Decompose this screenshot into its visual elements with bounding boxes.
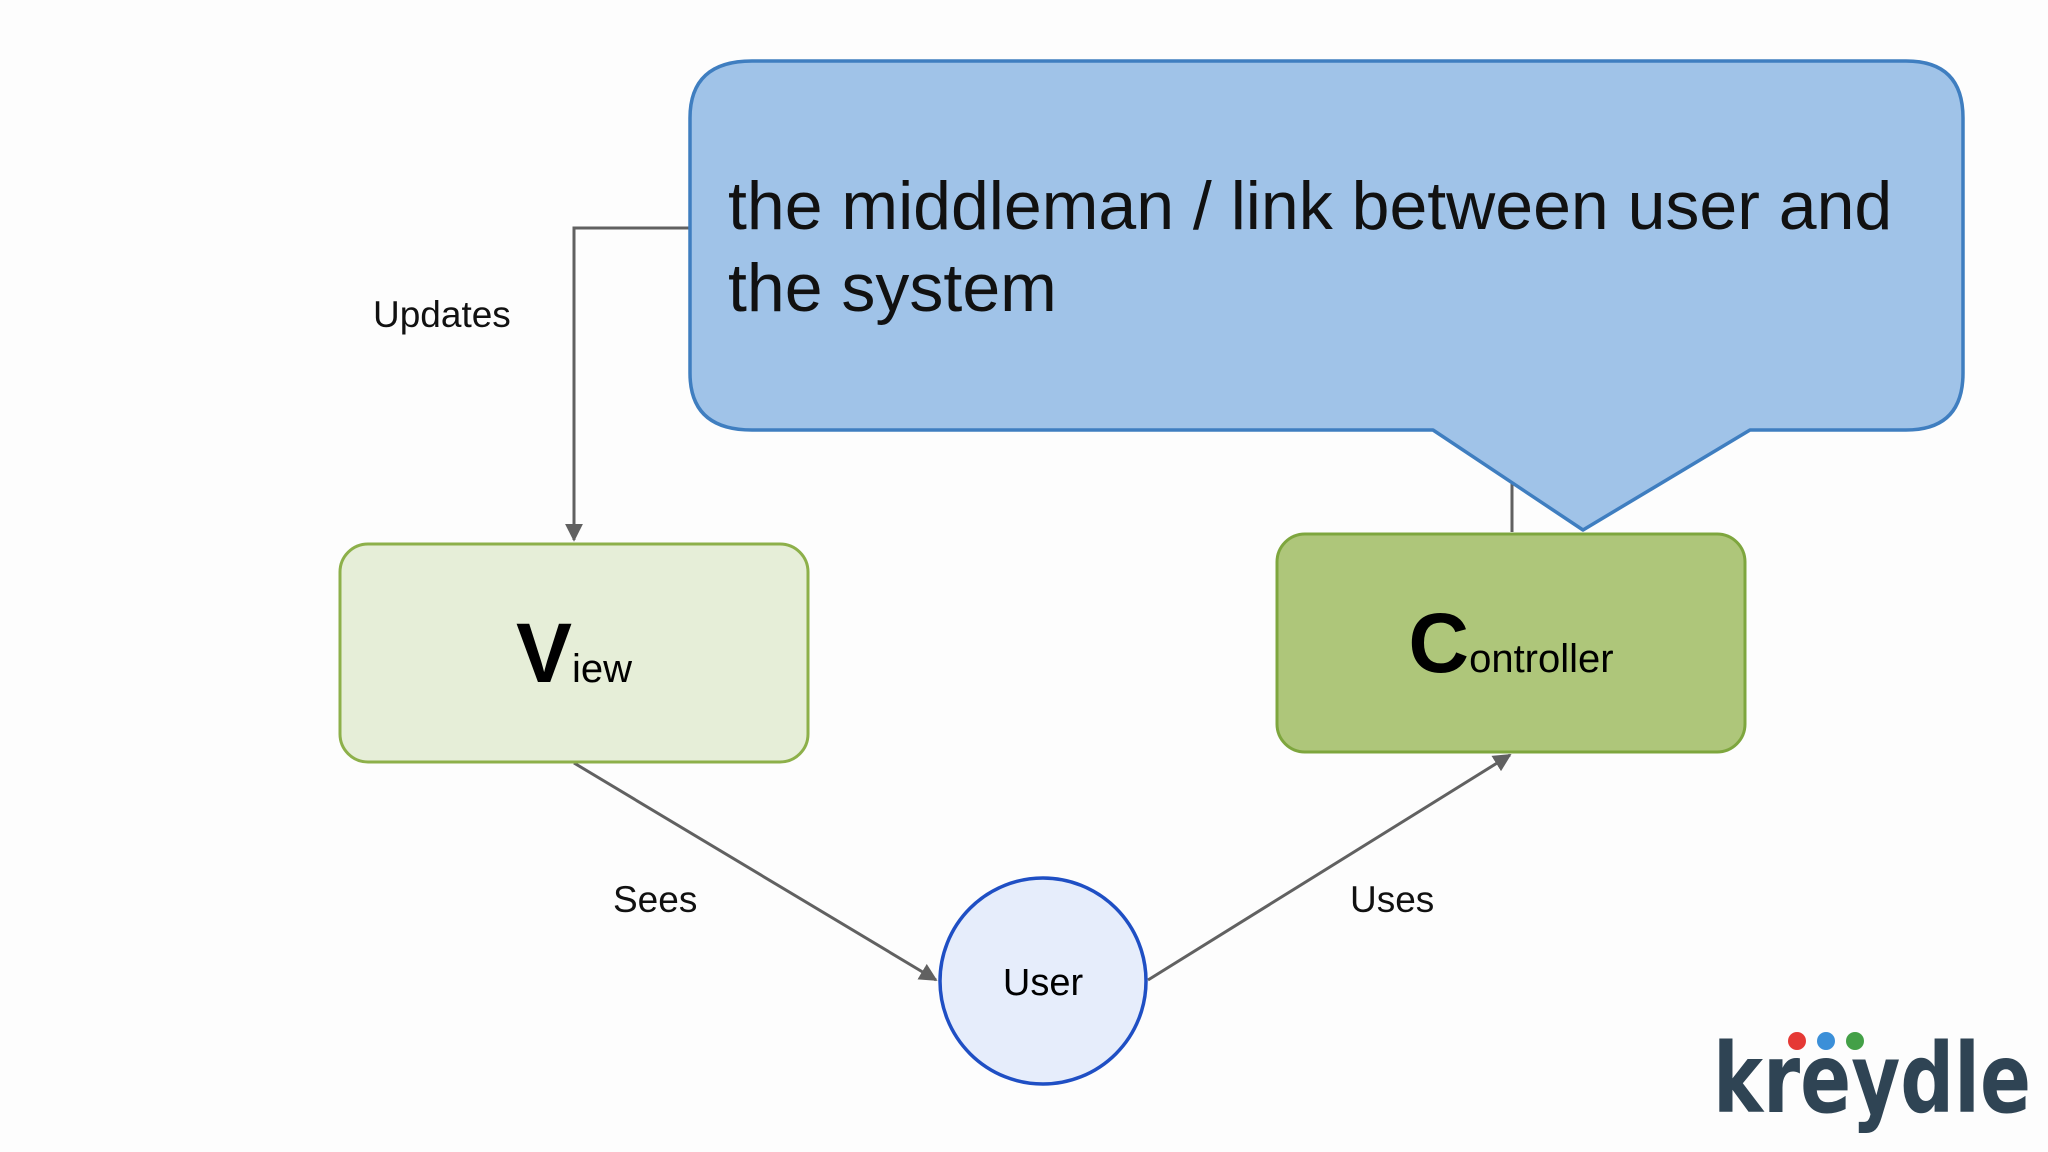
controller-label-rest: ontroller	[1469, 637, 1614, 681]
edge-label-sees: Sees	[613, 879, 697, 920]
edge-label-updates: Updates	[373, 294, 511, 335]
logo-wordmark: kreydle	[1713, 1023, 2031, 1135]
view-label: View	[516, 606, 632, 700]
user-label: User	[1003, 962, 1084, 1004]
callout-text: the middleman / link between user and th…	[728, 168, 1893, 326]
kreydle-logo: kreydle	[1713, 1023, 2031, 1135]
view-label-initial: V	[516, 606, 572, 700]
controller-box	[1275, 532, 1747, 754]
user-node: User	[938, 876, 1148, 1086]
view-box	[338, 542, 810, 764]
logo-dot-green	[1846, 1032, 1864, 1050]
edge-view-to-user	[573, 761, 938, 982]
view-node: View	[338, 542, 810, 764]
view-label-rest: iew	[572, 647, 632, 691]
user-circle	[938, 876, 1148, 1086]
edge-label-uses: Uses	[1350, 879, 1434, 920]
callout-bubble	[688, 59, 1965, 532]
edge-user-to-controller	[1147, 753, 1512, 982]
controller-node: Controller	[1275, 532, 1747, 754]
logo-dot-blue	[1817, 1032, 1835, 1050]
controller-label: Controller	[1408, 596, 1613, 690]
logo-dot-red	[1788, 1032, 1806, 1050]
controller-label-initial: C	[1408, 596, 1469, 690]
